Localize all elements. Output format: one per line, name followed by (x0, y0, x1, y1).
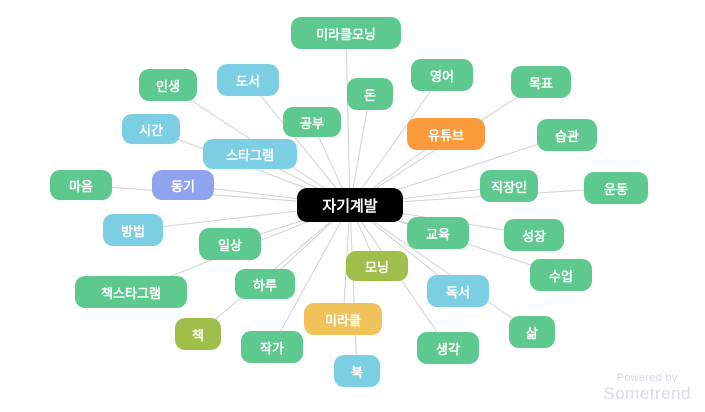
keyword-node[interactable]: 모닝 (346, 251, 408, 281)
watermark-logo: Powered by Sometrend (603, 372, 691, 404)
keyword-node[interactable]: 공부 (283, 107, 341, 137)
connection-line (349, 204, 533, 333)
keyword-node[interactable]: 북 (334, 355, 380, 387)
keyword-node[interactable]: 생각 (417, 332, 479, 364)
connection-line (345, 32, 351, 206)
keyword-node[interactable]: 목표 (511, 66, 571, 98)
keyword-node[interactable]: 돈 (347, 78, 393, 110)
connection-line (349, 204, 358, 372)
keyword-node[interactable]: 직장인 (480, 170, 538, 202)
keyword-node[interactable]: 마음 (50, 170, 112, 200)
keyword-node[interactable]: 도서 (217, 64, 279, 96)
keyword-node[interactable]: 책스타그램 (75, 276, 187, 308)
center-keyword[interactable]: 자기계발 (297, 188, 403, 222)
connection-line (349, 93, 371, 206)
keyword-node[interactable]: 책 (175, 318, 221, 350)
keyword-node[interactable]: 수업 (530, 259, 592, 291)
keyword-node[interactable]: 스타그램 (203, 139, 297, 169)
keyword-node[interactable]: 미라클모닝 (291, 17, 401, 49)
keyword-node[interactable]: 유튜브 (407, 118, 485, 150)
keyword-node[interactable]: 인생 (139, 69, 197, 101)
keyword-node[interactable]: 작가 (241, 331, 303, 363)
connection-line (271, 204, 351, 348)
keyword-node[interactable]: 미라클 (304, 303, 382, 335)
keyword-node[interactable]: 교육 (407, 217, 469, 249)
connection-line (247, 79, 351, 206)
keyword-node[interactable]: 운동 (584, 172, 648, 204)
keyword-node[interactable]: 성장 (504, 219, 564, 251)
watermark-powered-by: Powered by (616, 372, 678, 384)
keyword-node[interactable]: 동기 (152, 170, 214, 200)
keyword-node[interactable]: 삶 (509, 316, 555, 348)
keyword-node[interactable]: 독서 (427, 275, 489, 307)
connection-line (349, 74, 443, 206)
keyword-node[interactable]: 습관 (537, 119, 597, 151)
watermark-brand: Sometrend (603, 384, 691, 403)
keyword-node[interactable]: 하루 (235, 269, 295, 299)
keyword-node[interactable]: 방법 (103, 214, 163, 246)
keyword-node[interactable]: 일상 (199, 228, 261, 260)
keyword-node[interactable]: 영어 (411, 59, 473, 91)
keyword-node[interactable]: 시간 (122, 114, 180, 144)
